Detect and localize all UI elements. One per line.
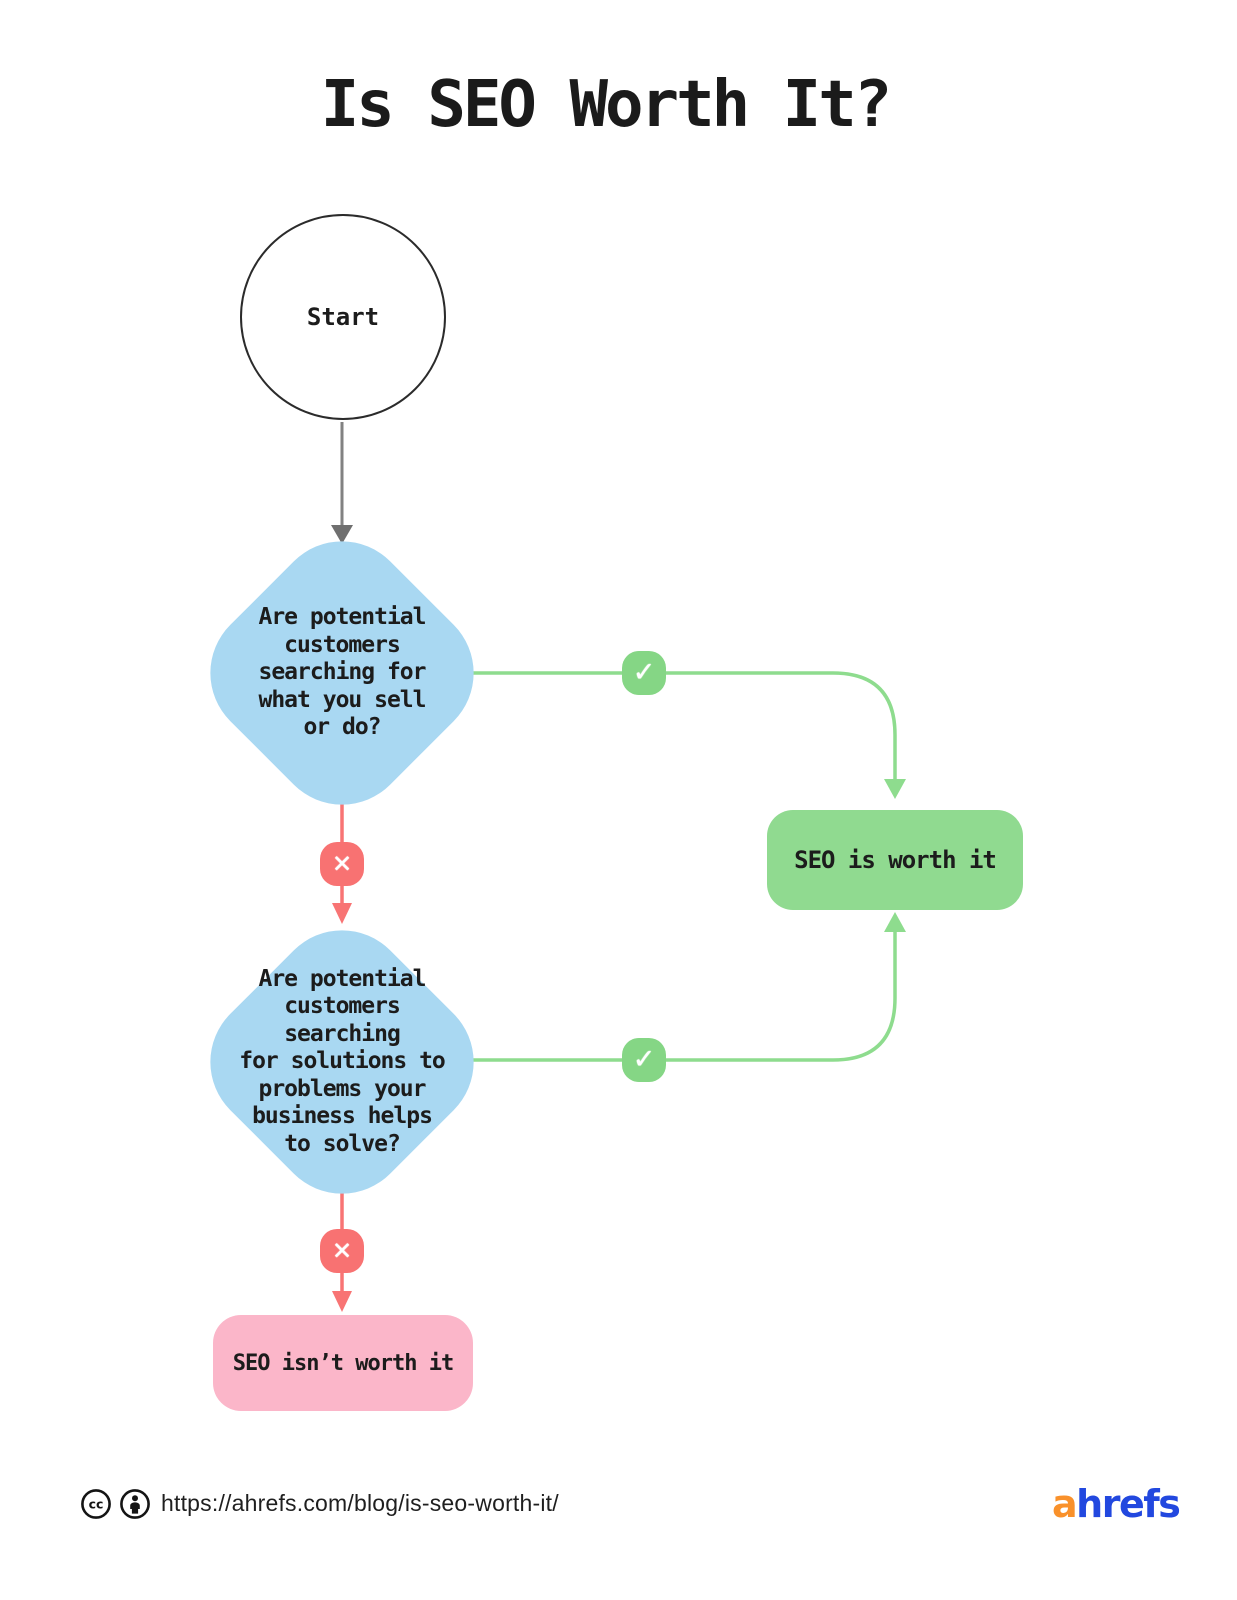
cc-license-icon: cc — [81, 1489, 111, 1519]
check-icon: ✓ — [632, 1043, 656, 1075]
result-node-not-worth-it: SEO isn’t worth it — [213, 1315, 473, 1411]
yes-check-badge-1: ✓ — [622, 651, 666, 695]
question-node-1-label: Are potential customers searching for wh… — [258, 604, 426, 741]
cross-icon: ✕ — [331, 850, 353, 878]
cross-icon: ✕ — [331, 1237, 353, 1265]
connector-start-to-q1 — [331, 422, 353, 544]
cc-attribution-icon — [120, 1489, 150, 1519]
check-icon: ✓ — [632, 656, 656, 688]
result-not-worth-it-label: SEO isn’t worth it — [232, 1350, 454, 1376]
no-cross-badge-1: ✕ — [320, 842, 364, 886]
result-node-worth-it: SEO is worth it — [767, 810, 1023, 910]
cc-icon-text: cc — [89, 1497, 104, 1512]
license-icons: cc — [80, 1488, 151, 1520]
page-title: Is SEO Worth It? — [320, 68, 893, 142]
source-url: https://ahrefs.com/blog/is-seo-worth-it/ — [161, 1490, 559, 1516]
footer: cc https://ahrefs.com/blog/is-seo-worth-… — [0, 1480, 1237, 1532]
start-label: Start — [306, 303, 380, 331]
connector-q1-yes — [471, 671, 906, 799]
question-node-2-label: Are potential customers searching for so… — [239, 965, 446, 1157]
ahrefs-logo: ahrefs — [1052, 1482, 1181, 1526]
connector-q2-yes — [471, 912, 906, 1062]
start-node: Start — [240, 214, 446, 420]
yes-check-badge-2: ✓ — [622, 1038, 666, 1082]
result-worth-it-label: SEO is worth it — [794, 846, 997, 874]
ahrefs-logo-hrefs: hrefs — [1076, 1482, 1181, 1526]
no-cross-badge-2: ✕ — [320, 1229, 364, 1273]
ahrefs-logo-a: a — [1052, 1482, 1078, 1526]
